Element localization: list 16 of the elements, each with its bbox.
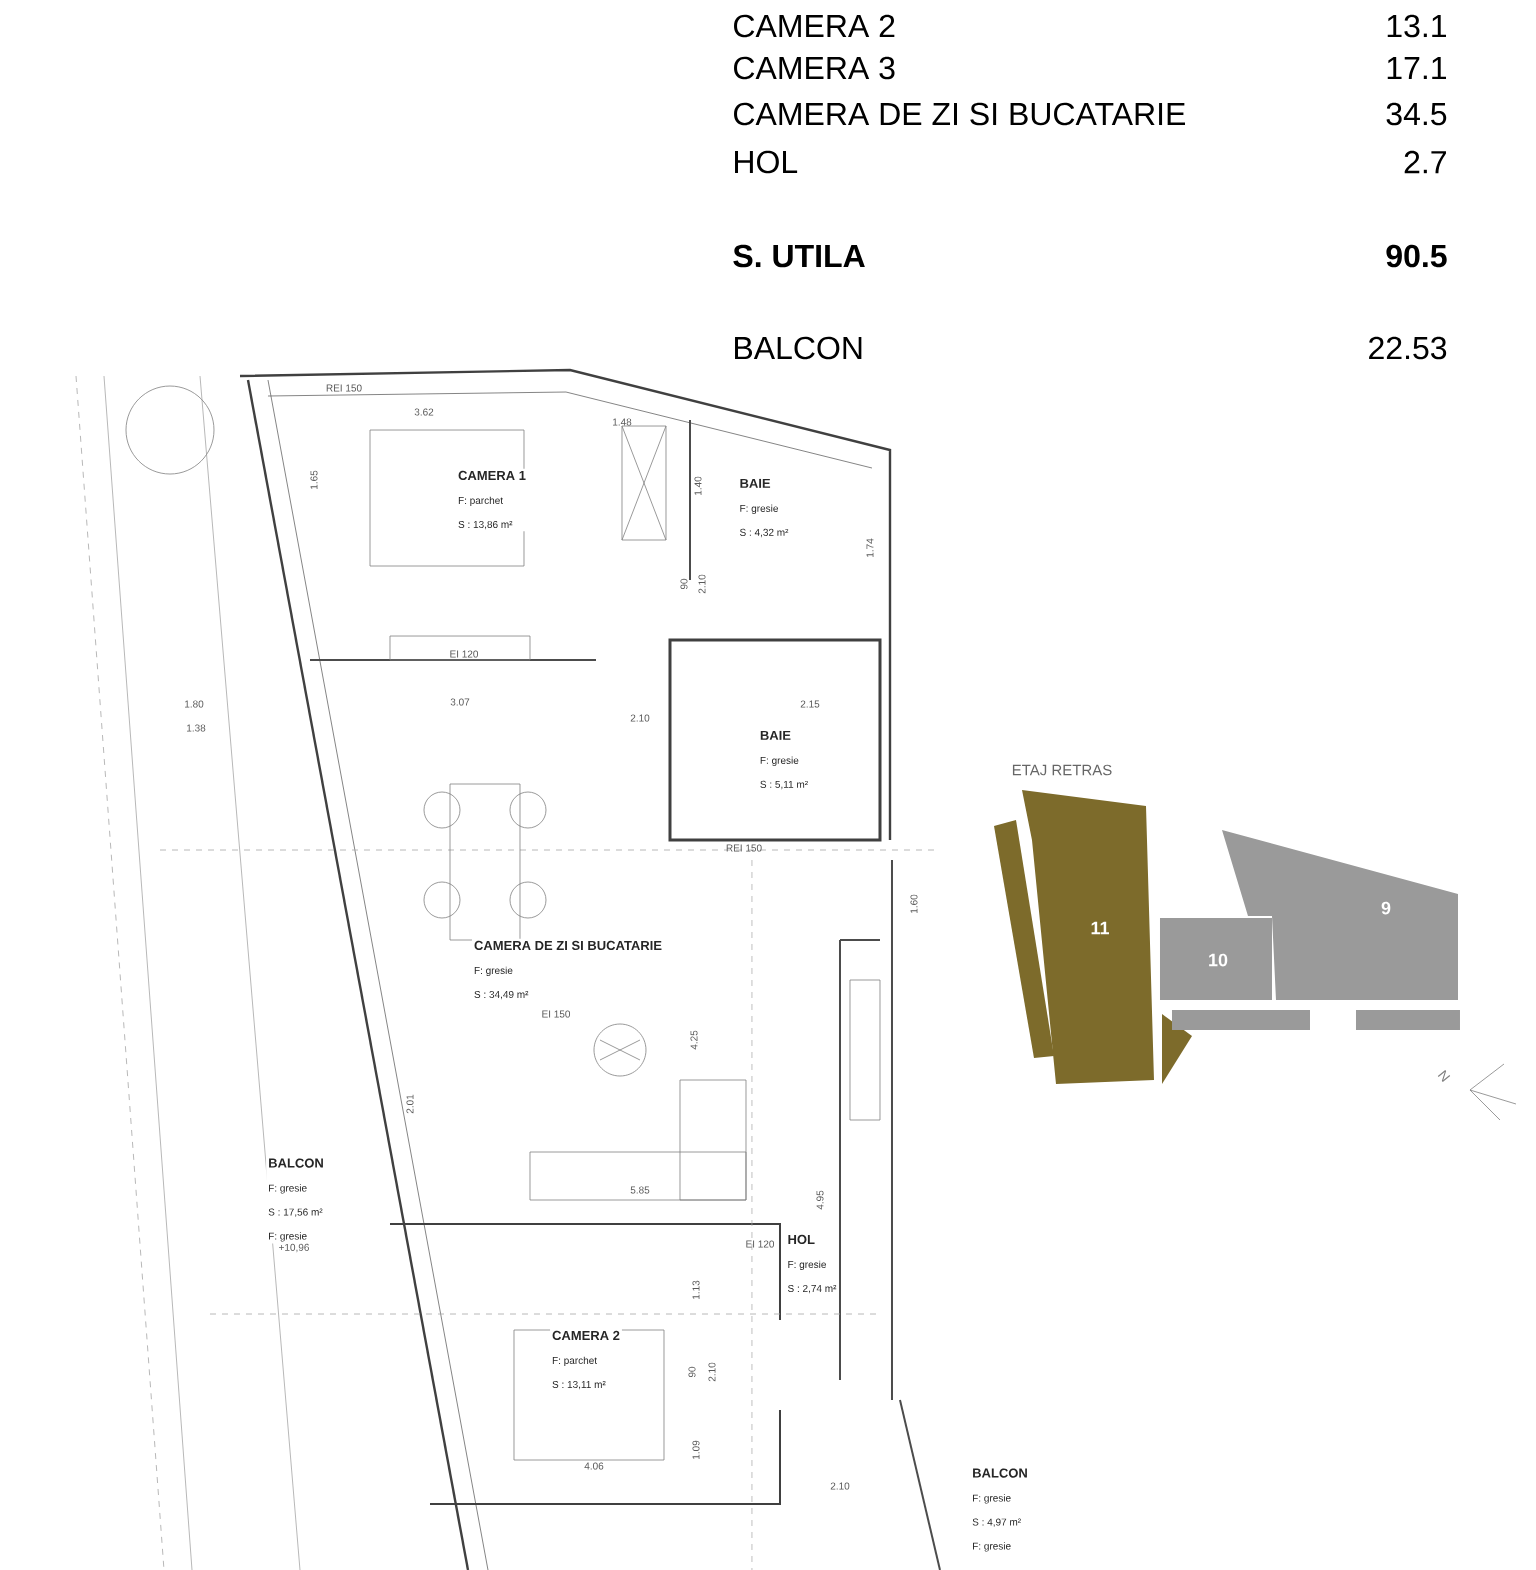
node-label: 10	[1209, 953, 1228, 967]
floor-block: 11	[994, 790, 1192, 1084]
area-value: 90.5	[1386, 244, 1447, 268]
area-name: BALCON	[735, 336, 862, 360]
node-label: 9	[1381, 901, 1391, 915]
area-name: CAMERA 3	[734, 56, 895, 80]
area-value: 34.5	[1386, 102, 1447, 126]
area-name: HOL	[735, 150, 798, 174]
floor-block: 10	[1160, 918, 1310, 1030]
area-name: CAMERA 2	[734, 14, 895, 38]
area-value: 22.53	[1369, 336, 1447, 360]
area-value: 2.7	[1404, 150, 1446, 174]
area-value: 17.1	[1387, 57, 1446, 80]
area-name: S. UTILA	[733, 244, 865, 268]
area-name: CAMERA DE ZI SI BUCATARIE	[734, 102, 1185, 126]
area-value: 13.1	[1387, 14, 1446, 38]
